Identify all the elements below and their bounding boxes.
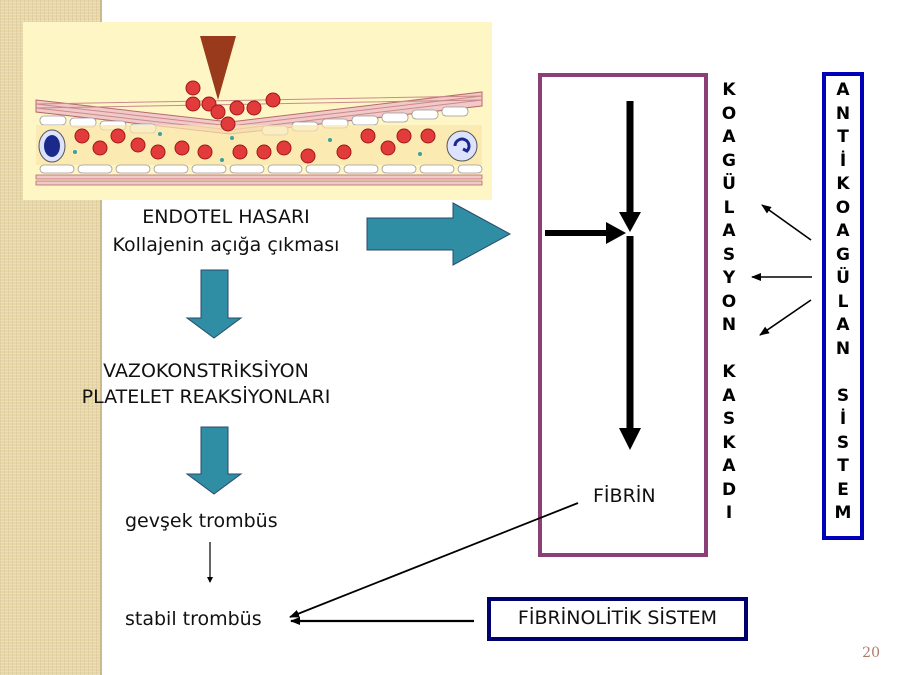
coagulation-cascade-letter: O (721, 103, 737, 124)
coagulation-cascade-letter: A (722, 385, 736, 406)
anticoagulant-system-letter: N (835, 103, 851, 124)
coagulation-cascade-letter: K (722, 80, 736, 100)
coagulation-cascade-letter: S (722, 244, 736, 265)
platelet-reactions-label: PLATELET REAKSİYONLARI (81, 386, 331, 408)
anticoagulant-system-letter: O (835, 197, 851, 218)
coagulation-cascade-letter: N (721, 315, 737, 335)
anticoagulant-system-letter: Ü (836, 268, 850, 288)
coagulation-cascade-letter: O (721, 291, 737, 312)
coagulation-cascade-letter: A (722, 221, 736, 241)
coagulation-cascade-letter: G (722, 150, 736, 171)
coagulation-cascade-letter: A (722, 127, 736, 147)
right-block-arrow (366, 202, 512, 266)
anticoagulant-system-letter: A (836, 80, 850, 100)
down-block-arrow-2 (185, 426, 243, 495)
anticoagulant-system-letter: A (836, 315, 850, 335)
anticoagulant-system-letter: İ (839, 409, 847, 429)
anticoagulant-system-letter: K (836, 174, 850, 194)
anticoagulant-system-box (822, 72, 864, 540)
coagulation-cascade-letter: L (723, 197, 735, 218)
collagen-exposure-label: Kollajenin açığa çıkması (112, 234, 340, 256)
anticoagulant-system-letter: İ (839, 150, 847, 171)
anticoagulant-system-letter: G (836, 244, 850, 265)
coagulation-cascade-letter (718, 338, 740, 362)
vasoconstriction-label: VAZOKONSTRİKSİYON (103, 360, 309, 382)
loose-thrombus-label: gevşek trombüs (125, 510, 278, 532)
anticoagulant-system-letter (831, 361, 855, 385)
coagulation-cascade-letter: I (725, 503, 733, 523)
coagulation-box (538, 73, 708, 557)
coagulation-cascade-letter: A (722, 456, 736, 476)
coagulation-cascade-letter: K (722, 432, 736, 453)
anticoagulant-system-letter: T (837, 456, 849, 476)
fibrinolytic-system-box (487, 597, 748, 641)
coagulation-cascade-letter: D (721, 479, 737, 500)
anticoagulant-system-letter: A (836, 221, 850, 241)
coagulation-cascade-letter: K (722, 362, 736, 382)
fibrin-label: FİBRİN (593, 485, 656, 507)
anticoagulant-system-letter: M (834, 503, 852, 523)
coagulation-cascade-letter: Y (722, 268, 736, 288)
coagulation-cascade-letter: Ü (722, 174, 736, 194)
anticoagulant-system-letter: N (835, 338, 851, 359)
down-block-arrow-1 (185, 269, 243, 339)
anticoagulant-system-letter: S (836, 432, 850, 453)
anticoagulant-system-letter: T (837, 127, 849, 147)
endothelial-damage-label: ENDOTEL HASARI (142, 206, 310, 228)
stable-thrombus-label: stabil trombüs (125, 608, 262, 630)
anticoagulant-system-letter: S (836, 385, 850, 406)
fibrinolytic-system-label: FİBRİNOLİTİK SİSTEM (517, 607, 718, 629)
coagulation-cascade-letter: S (722, 409, 736, 429)
page-number: 20 (862, 645, 880, 661)
anticoagulant-system-letter: E (837, 479, 849, 500)
anticoagulant-system-letter: L (837, 291, 849, 312)
